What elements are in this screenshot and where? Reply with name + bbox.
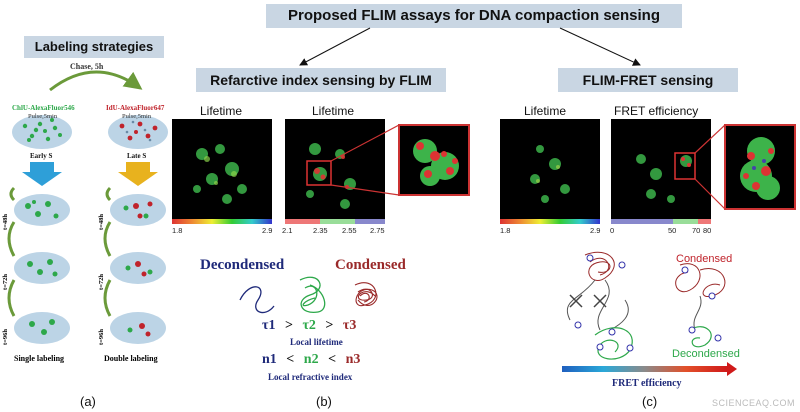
tau-gt-2: > — [325, 318, 334, 333]
watermark: SCIENCEAQ.COM — [712, 398, 796, 408]
right-pulse-label: Pulse,5min — [122, 113, 152, 120]
panel-b-lifetime-image-1 — [172, 119, 272, 219]
panel-c-scale2-t1: 50 — [668, 226, 677, 235]
panel-c-zoom-image — [724, 124, 796, 210]
tau-gt-1: > — [284, 318, 293, 333]
panel-c-fret-image — [611, 119, 711, 219]
labeling-strategies-header: Labeling strategies — [24, 36, 164, 58]
panel-c-lifetime-label: Lifetime — [524, 104, 567, 118]
tau-2: τ2 — [302, 318, 316, 333]
early-s-label: Early S — [30, 152, 53, 160]
panel-b-colorbar-1 — [172, 219, 272, 224]
panel-a-letter: (a) — [80, 394, 96, 409]
panel-b-scale2-t1: 2.35 — [313, 226, 328, 235]
panel-c-colorbar-2 — [611, 219, 711, 224]
left-dye-label: ChlU-AlexaFluor546 — [12, 104, 75, 112]
local-refractive-index-label: Local refractive index — [268, 372, 353, 382]
fret-decondensed-label: Decondensed — [672, 348, 740, 360]
n-2: n2 — [303, 352, 319, 367]
panel-b-scale1-min: 1.8 — [172, 226, 183, 235]
panel-c-scale2-t3: 80 — [703, 226, 712, 235]
local-lifetime-label: Local lifetime — [290, 337, 343, 347]
time-label-48-left: t=48h — [2, 214, 9, 230]
tau-3: τ3 — [342, 318, 357, 333]
time-label-72-left: t=72h — [2, 274, 9, 290]
panel-c-letter: (c) — [642, 394, 658, 409]
panel-c-fret-label: FRET efficiency — [614, 104, 699, 118]
panel-b-lifetime-label-1: Lifetime — [200, 104, 243, 118]
n-1: n1 — [262, 352, 277, 367]
panel-b-lifetime-image-2 — [285, 119, 385, 219]
panel-c-scale1-max: 2.9 — [590, 226, 601, 235]
right-dye-label: IdU-AlexaFluor647 — [106, 104, 165, 112]
double-labeling-caption: Double labeling — [104, 354, 158, 363]
time-label-48-right: t=48h — [98, 214, 105, 230]
fret-efficiency-arrow — [562, 366, 727, 372]
panel-b-zoom-image — [398, 124, 470, 196]
late-s-label: Late S — [127, 152, 147, 160]
panel-b-letter: (b) — [316, 394, 332, 409]
n-lt-2: < — [328, 352, 337, 367]
time-label-96-right: t=96h — [98, 329, 105, 345]
n-lt-1: < — [286, 352, 295, 367]
time-label-96-left: t=96h — [2, 329, 9, 345]
panel-b-scale1-max: 2.9 — [262, 226, 273, 235]
refractive-index-header: Refarctive index sensing by FLIM — [196, 68, 446, 92]
panel-c-scale2-t2: 70 — [692, 226, 701, 235]
tau-1: τ1 — [262, 318, 276, 333]
single-labeling-caption: Single labeling — [14, 354, 65, 363]
left-pulse-label: Pulse,5min — [28, 113, 58, 120]
n-relation: n1 < n2 < n3 — [262, 352, 360, 368]
panel-b-scale2-t0: 2.1 — [282, 226, 293, 235]
panel-b-lifetime-label-2: Lifetime — [312, 104, 355, 118]
chase-label: Chase, 5h — [70, 62, 104, 71]
panel-c-colorbar-1 — [500, 219, 600, 224]
panel-c-lifetime-image — [500, 119, 600, 219]
panel-c-scale2-t0: 0 — [610, 226, 615, 235]
fret-arrowhead — [727, 362, 737, 376]
condensed-title: Condensed — [335, 257, 406, 273]
panel-b-scale2-t2: 2.55 — [342, 226, 357, 235]
fret-condensed-label: Condensed — [676, 253, 733, 265]
panel-b-colorbar-2 — [285, 219, 385, 224]
page-title: Proposed FLIM assays for DNA compaction … — [266, 4, 682, 28]
tau-relation: τ1 > τ2 > τ3 — [262, 318, 356, 334]
decondensed-title: Decondensed — [200, 257, 285, 273]
flim-fret-header: FLIM-FRET sensing — [558, 68, 738, 92]
panel-b-scale2-t3: 2.75 — [370, 226, 385, 235]
labeling-diagram — [7, 70, 168, 344]
time-label-72-right: t=72h — [98, 274, 105, 290]
n-3: n3 — [345, 352, 361, 367]
fret-efficiency-label: FRET efficiency — [612, 378, 682, 389]
panel-c-scale1-min: 1.8 — [500, 226, 511, 235]
